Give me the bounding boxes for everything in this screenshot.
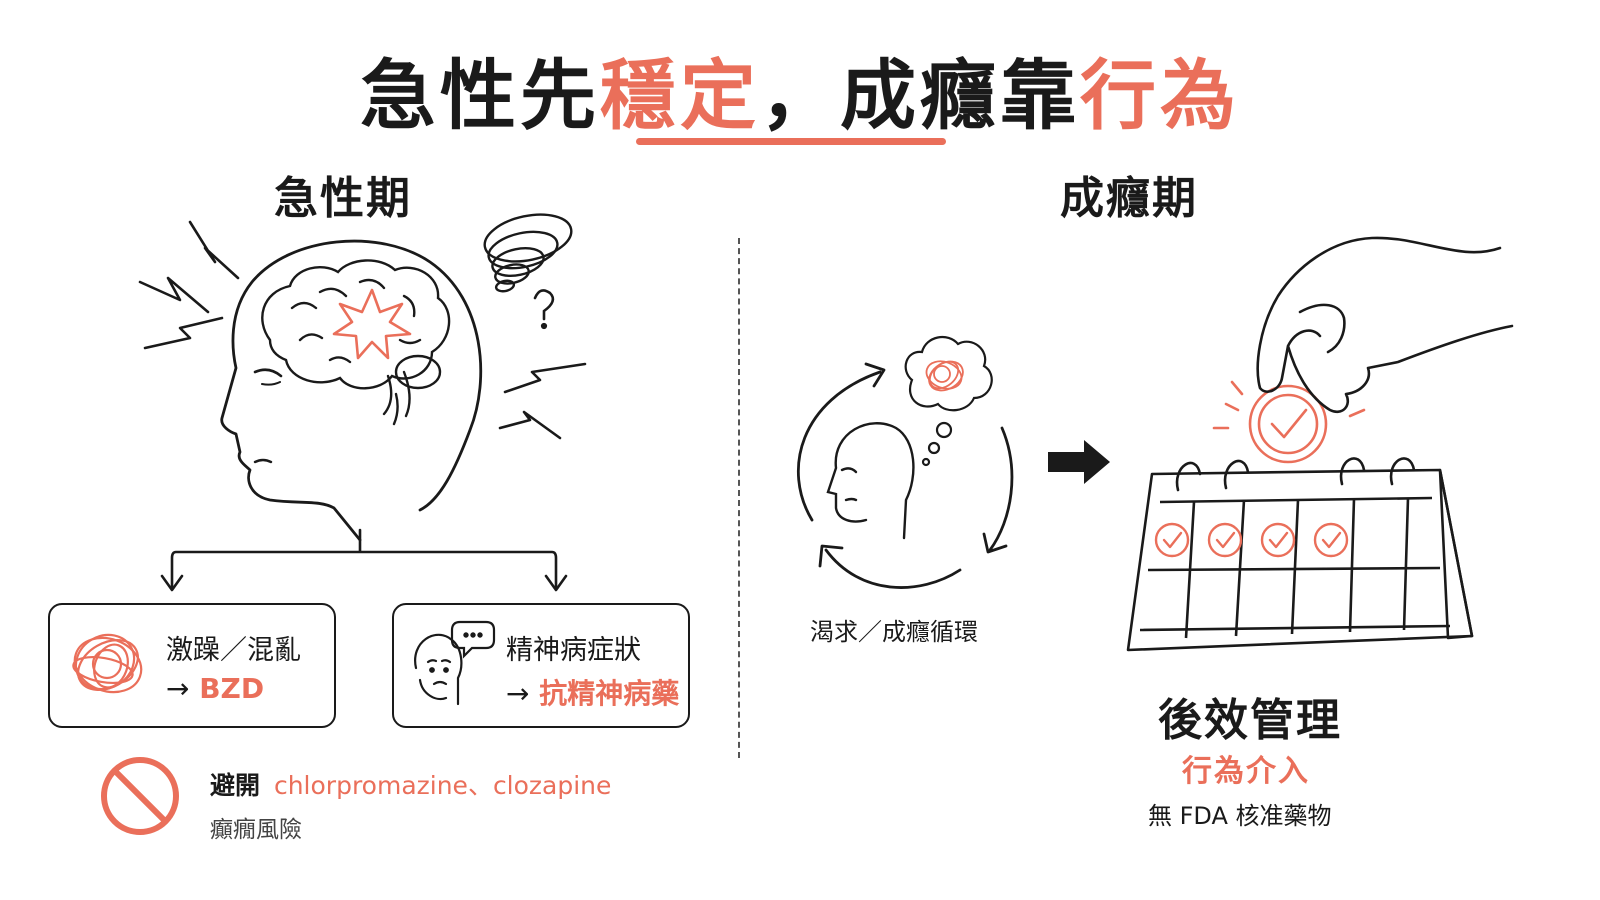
title-part-1: 急性先 (360, 51, 600, 140)
title-underline (636, 138, 946, 145)
thought-tangle-icon (925, 360, 964, 392)
question-icon (533, 289, 555, 330)
avoid-label: 避開 (210, 771, 261, 800)
behavioral-intervention-label: 行為介入 (1182, 754, 1310, 789)
right-arrow-icon (1048, 440, 1110, 484)
worried-face-icon (414, 620, 496, 706)
lightning-icon (138, 220, 587, 440)
coin-icon (1212, 380, 1366, 464)
speech-bubble-icon (450, 620, 496, 659)
check-icon (1154, 522, 1349, 558)
closed-eye (253, 368, 283, 378)
prohibited-icon (101, 757, 179, 835)
head-outline-icon (220, 239, 483, 542)
psychosis-treatment: → 抗精神病藥 (506, 672, 679, 712)
section-divider (738, 238, 740, 758)
addiction-heading: 成癮期 (1060, 173, 1198, 224)
hand-icon (1256, 236, 1514, 414)
thought-cloud-icon (904, 335, 993, 467)
agitation-label: 激躁／混亂 (166, 635, 301, 666)
starburst-icon (332, 288, 412, 360)
brain-icon (261, 259, 451, 426)
bzd-drug: BZD (199, 672, 265, 705)
no-fda-drug-note: 無 FDA 核准藥物 (1148, 802, 1332, 830)
psychosis-label: 精神病症狀 (506, 635, 641, 666)
head-icon (826, 422, 915, 540)
title-part-4: 行為 (1080, 51, 1240, 140)
title-part-2: 穩定 (600, 51, 760, 140)
avoid-drugs: chlorpromazine、clozapine (273, 771, 612, 800)
spiral-icon (483, 213, 573, 293)
seizure-risk: 癲癇風險 (210, 817, 302, 843)
cycle-arrows-icon (797, 362, 1014, 589)
acute-heading: 急性期 (274, 173, 412, 224)
craving-cycle-illustration (797, 236, 1514, 652)
antipsychotic-drug: 抗精神病藥 (539, 677, 680, 710)
acute-illustration (138, 213, 587, 592)
title-part-3: ，成癮靠 (760, 51, 1080, 140)
agitation-box (48, 603, 336, 728)
agitation-treatment: → BZD (166, 672, 264, 705)
branch-arrows-icon (160, 528, 568, 592)
tangle-icon (72, 633, 143, 694)
contingency-management-title: 後效管理 (1158, 695, 1342, 746)
calendar-icon (1126, 468, 1474, 652)
craving-cycle-label: 渴求／成癮循環 (810, 618, 978, 646)
calendar-rings (1175, 457, 1416, 492)
treatment-arrow: → (506, 677, 530, 710)
treatment-arrow: → (166, 672, 190, 705)
psychosis-box (392, 603, 690, 728)
page-title: 急性先穩定，成癮靠行為 (0, 34, 1600, 144)
avoid-note: 避開 chlorpromazine、clozapine (210, 766, 611, 802)
